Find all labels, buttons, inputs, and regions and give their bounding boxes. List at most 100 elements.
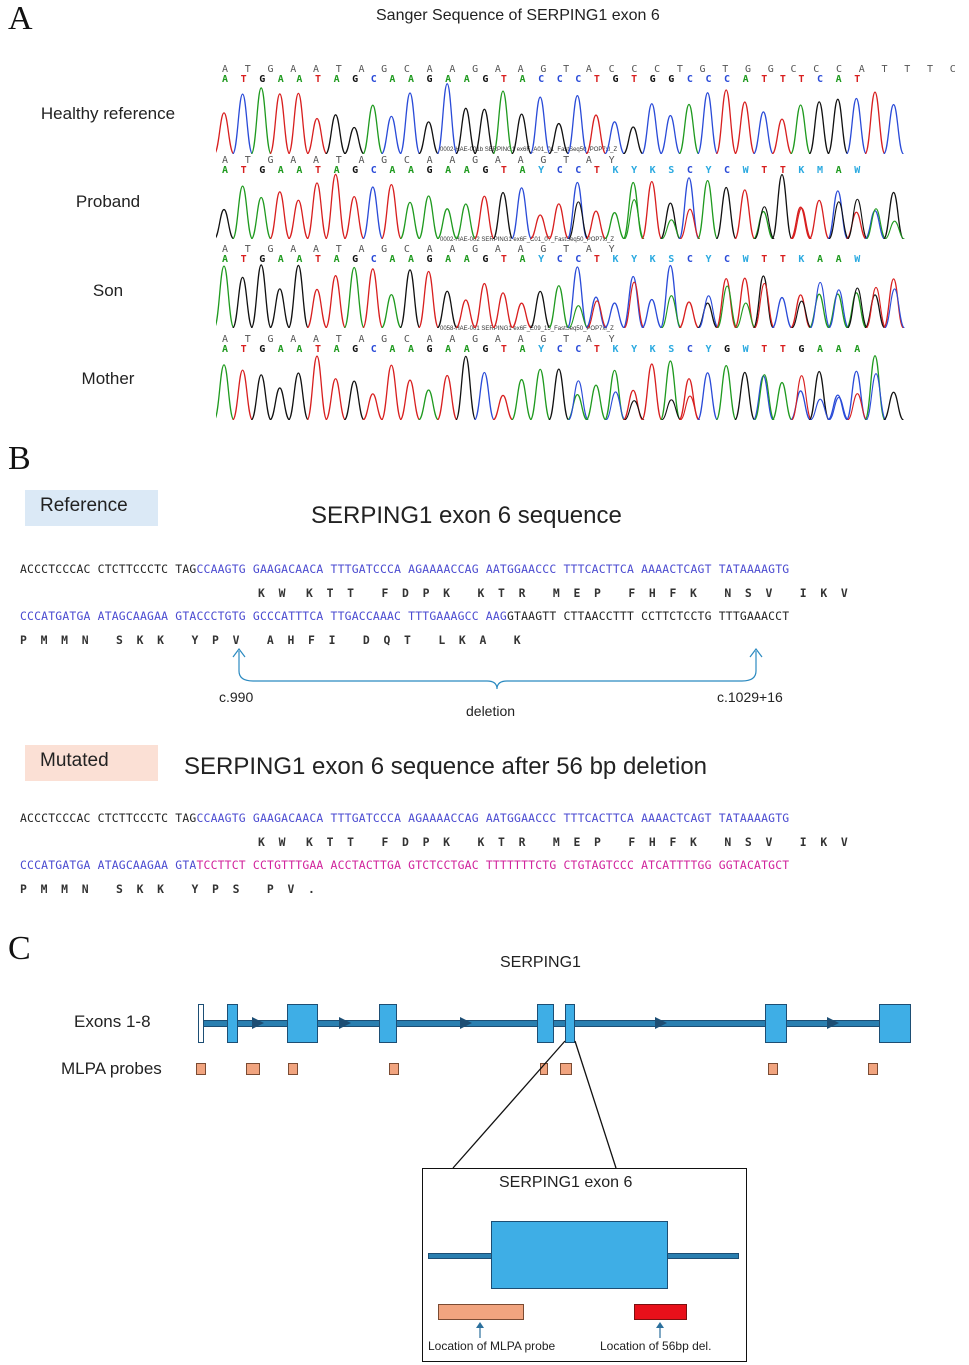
trace-peak (752, 375, 775, 420)
base-call: A (519, 344, 526, 355)
mut-seq-frameshift: TCCTTCT CCTGTTTGAA ACCTACTTGA GTCTCCTGAC… (196, 858, 790, 872)
trace-peak-secondary (753, 374, 775, 420)
trace-peak (231, 93, 254, 154)
trace-peak (417, 389, 440, 420)
trace-peak (603, 121, 626, 154)
trace-peak (715, 89, 737, 154)
trace-peak (231, 369, 254, 420)
base-call: S (668, 165, 675, 176)
trace-peak (216, 112, 235, 154)
trace-peak (641, 298, 663, 328)
panel-b-letter: B (8, 440, 31, 477)
base-call: T (593, 74, 600, 85)
deletion-bracket (232, 648, 763, 690)
base-call: C (575, 74, 582, 85)
base-call: T (314, 74, 321, 85)
base-call: Y (705, 165, 712, 176)
track-file-son: 0002-HAE-002 SERPING1 ex6F_C01_07_FastSe… (440, 237, 615, 243)
base-call: C (370, 344, 377, 355)
mlpa-probe (246, 1063, 260, 1075)
base-call: A (835, 344, 842, 355)
trace-peak (324, 173, 347, 239)
mutated-tag: Mutated (25, 745, 158, 781)
ref-seq-line-2: CCCATGATGA ATAGCAAGAA GTACCCTGTG GCCCATT… (20, 609, 789, 623)
trace-peak (752, 275, 775, 328)
base-call: G (798, 344, 805, 355)
trace-peak (492, 191, 514, 239)
trace-peak (216, 208, 235, 239)
track-label-mother: Mother (81, 369, 135, 388)
trace-peak (622, 126, 644, 154)
base-call: A (519, 165, 526, 176)
base-call: Y (631, 344, 638, 355)
exon-2 (227, 1004, 238, 1043)
trace-peak (566, 95, 589, 154)
base-call: G (426, 254, 433, 265)
trace-peak-secondary (884, 288, 906, 328)
base-call: A (519, 74, 526, 85)
base-call: G (482, 165, 489, 176)
trace-peak-secondary (567, 380, 589, 420)
trace-peak (771, 173, 793, 239)
base-call: Y (631, 254, 638, 265)
trace-peak (622, 275, 644, 328)
base-call: C (686, 344, 693, 355)
trace-peak (511, 302, 532, 328)
trace-peak (269, 288, 291, 328)
mut-seq-exon-2: CCCATGATGA ATAGCAAGAA GTA (20, 858, 197, 872)
trace-peak (771, 381, 793, 420)
trace-peak (548, 285, 570, 328)
trace-peak (845, 292, 868, 328)
trace-peak (455, 107, 477, 154)
inset-exon-6 (491, 1221, 668, 1289)
base-call: A (296, 74, 303, 85)
mutated-title: SERPING1 exon 6 sequence after 56 bp del… (184, 753, 708, 780)
probes-label: MLPA probes (61, 1059, 162, 1078)
base-call: A (463, 344, 470, 355)
base-call: G (259, 254, 266, 265)
inset-mlpa-probe (438, 1304, 524, 1320)
mut-aa-line-2: P M M N S K K Y P S P V . (20, 882, 315, 896)
trace-peak (585, 384, 607, 420)
trace-peak (696, 180, 719, 239)
base-call: C (724, 165, 731, 176)
base-call: A (835, 254, 842, 265)
chromatogram-proband (216, 173, 905, 239)
base-call: A (445, 74, 452, 85)
base-call: A (407, 344, 414, 355)
base-call: A (463, 254, 470, 265)
exon-5 (537, 1004, 554, 1043)
panel-a-title: Sanger Sequence of SERPING1 exon 6 (376, 7, 660, 24)
base-call: G (482, 344, 489, 355)
trace-peak (324, 114, 347, 154)
base-call: T (240, 344, 247, 355)
base-call: K (798, 254, 805, 265)
deletion-label: deletion (466, 703, 516, 719)
trace-peak (510, 113, 533, 154)
base-call: C (724, 74, 731, 85)
base-call: G (352, 254, 359, 265)
trace-peak (250, 87, 272, 154)
base-call: T (631, 74, 638, 85)
gene-title: SERPING1 (500, 954, 581, 971)
base-call: G (612, 74, 619, 85)
trace-peak-secondary (828, 396, 850, 420)
base-call: Y (705, 254, 712, 265)
trace-peak (771, 296, 793, 328)
trace-peak-secondary (791, 375, 813, 420)
trace-peak (827, 394, 849, 420)
trace-peak (473, 195, 496, 239)
trace-peak-secondary (567, 201, 589, 239)
base-call: G (668, 74, 675, 85)
base-call: T (500, 74, 507, 85)
trace-peak (455, 299, 477, 328)
trace-peak (529, 368, 551, 420)
trace-peak (734, 189, 756, 239)
base-call: G (482, 74, 489, 85)
trace-peak (864, 210, 886, 239)
base-call: A (817, 254, 824, 265)
trace-peak (845, 97, 868, 154)
trace-peak (771, 118, 793, 154)
trace-peak-secondary (809, 281, 831, 328)
